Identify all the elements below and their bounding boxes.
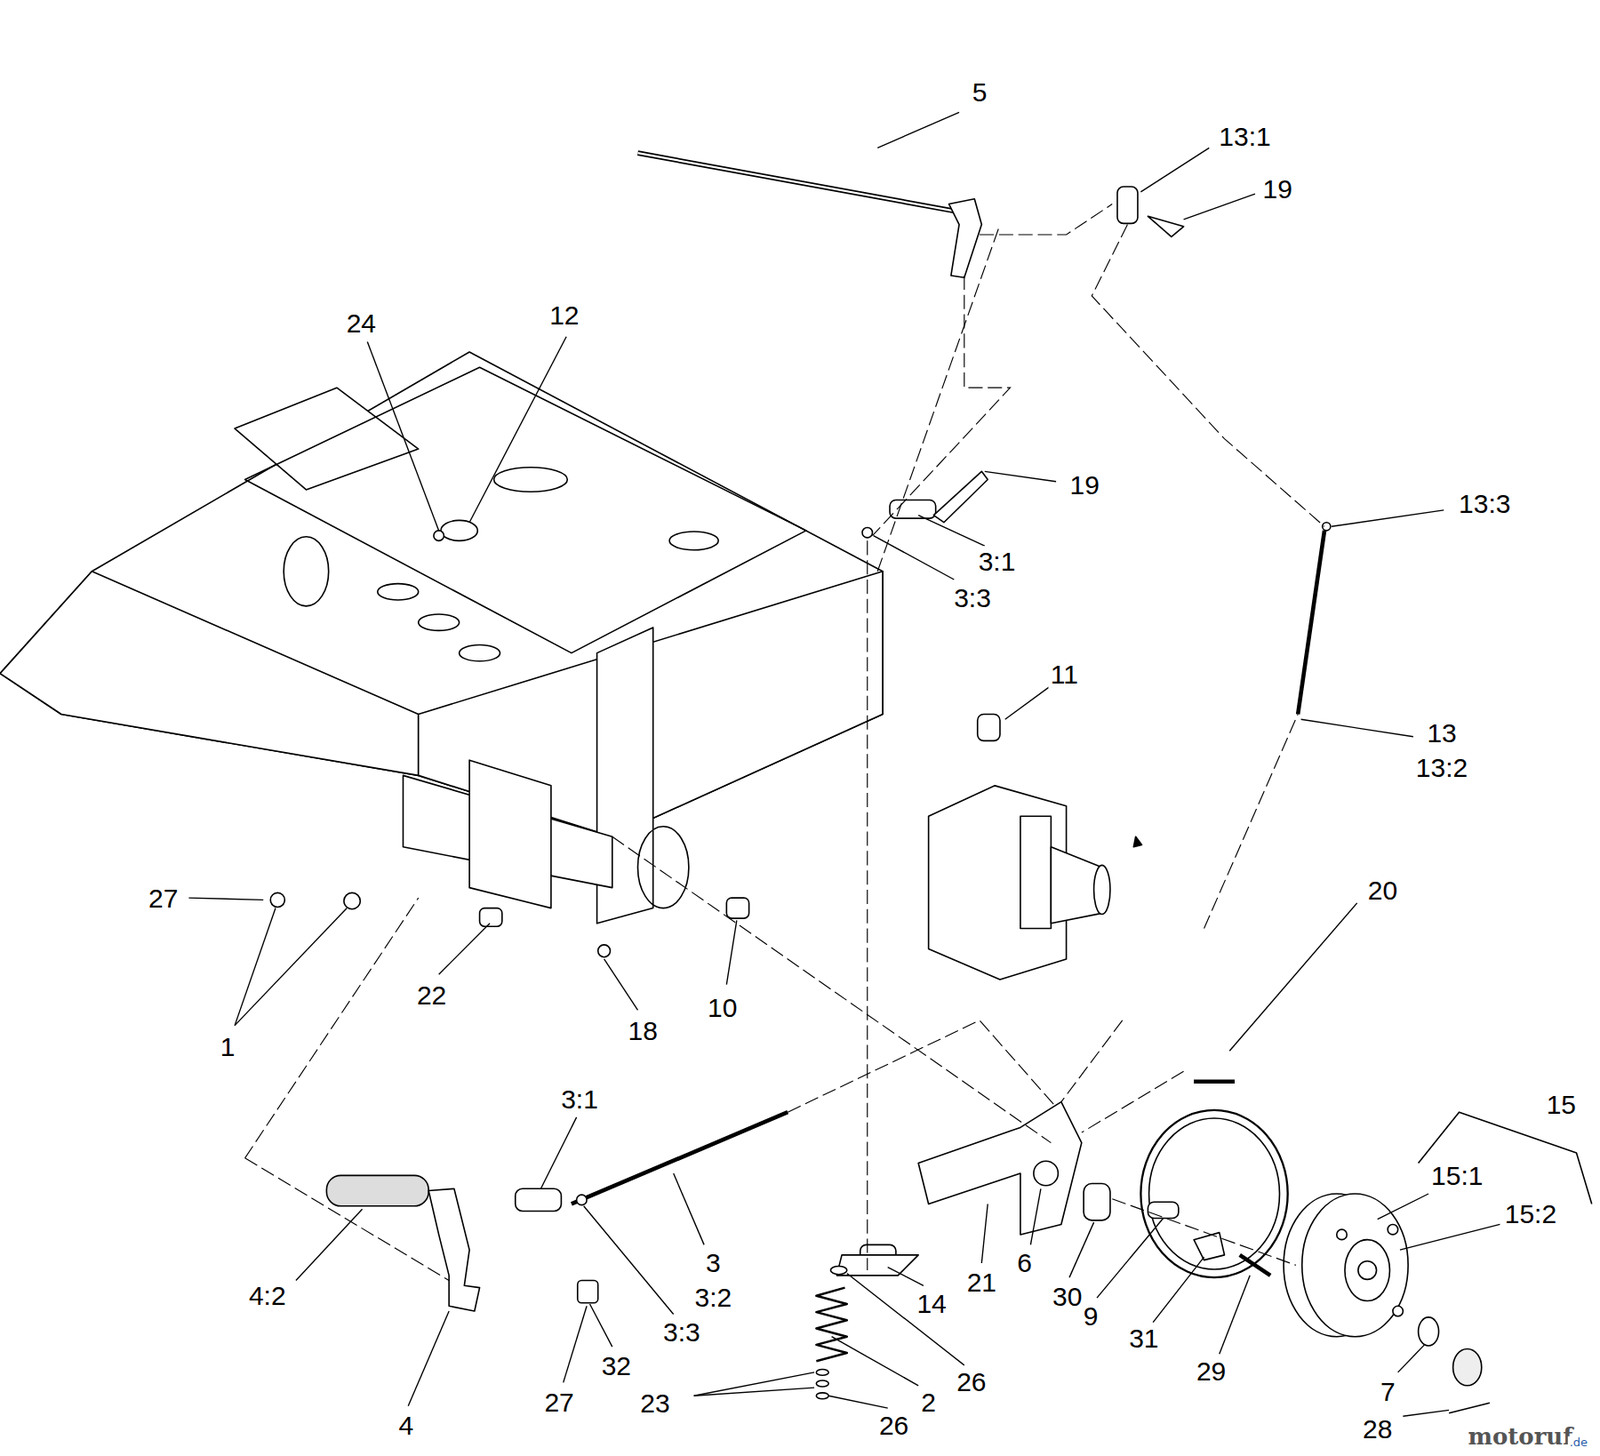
callout-number: 1 (218, 1031, 238, 1061)
callout-number: 28 (1360, 1414, 1394, 1444)
callout-number: 23 (638, 1388, 672, 1418)
callout-number: 19 (1261, 174, 1295, 204)
callout-number: 21 (965, 1266, 999, 1296)
callout-number: 31 (1127, 1322, 1160, 1352)
callout-number: 4 (397, 1409, 416, 1440)
callout-number: 15:1 (1429, 1160, 1485, 1191)
callout-number: 3:2 (693, 1282, 735, 1312)
callout-number: 13:1 (1216, 120, 1272, 151)
callout-number: 24 (344, 307, 378, 337)
callout-number: 3:1 (559, 1084, 600, 1114)
callout-number: 20 (1366, 875, 1400, 905)
callout-number: 11 (1048, 658, 1080, 688)
callout-number: 18 (626, 1016, 660, 1046)
callout-number: 13:2 (1414, 752, 1470, 783)
callout-number: 12 (547, 299, 581, 329)
callout-number: 15 (1544, 1089, 1578, 1120)
callout-number: 2 (919, 1387, 938, 1417)
callout-number: 26 (877, 1409, 911, 1440)
callout-number: 13:3 (1456, 488, 1512, 518)
callout-number: 3:1 (976, 546, 1018, 576)
watermark: .de (1568, 1436, 1590, 1449)
callout-number: 30 (1050, 1280, 1084, 1311)
callout-number: 29 (1194, 1355, 1228, 1385)
callout-number: 27 (542, 1387, 576, 1417)
callout-number: 6 (1015, 1248, 1034, 1278)
callout-number: 32 (600, 1350, 633, 1380)
callout-number: 3 (704, 1248, 723, 1278)
callout-number: 10 (705, 992, 739, 1023)
callout-number: 3:3 (661, 1317, 703, 1347)
callout-number: 19 (1068, 470, 1102, 500)
callout-number: 7 (1378, 1376, 1398, 1406)
callout-number: 27 (146, 883, 180, 913)
callout-number: 26 (954, 1367, 988, 1397)
watermark: motoruf (1465, 1424, 1575, 1450)
callout-number: 14 (914, 1288, 948, 1318)
callout-number: 3:3 (952, 582, 993, 612)
callout-number: 9 (1081, 1300, 1101, 1330)
callout-number: 5 (970, 77, 990, 107)
callout-number: 13 (1424, 718, 1458, 748)
callout-number: 4:2 (247, 1280, 288, 1310)
callout-number: 15:2 (1503, 1198, 1559, 1228)
callout-number: 22 (415, 980, 448, 1010)
